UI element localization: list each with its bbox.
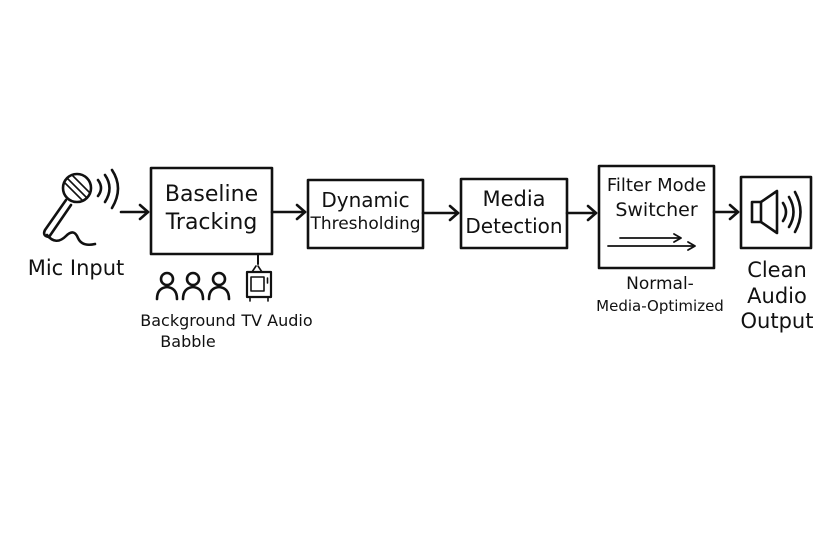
filter-mode-switcher-line2: Switcher bbox=[615, 199, 698, 222]
background-babble-label: Background Babble bbox=[130, 312, 246, 351]
baseline-tracking-label: Baseline Tracking bbox=[151, 182, 272, 235]
background-babble-line2: Babble bbox=[160, 331, 216, 351]
switcher-modes-line1: Normal- bbox=[626, 274, 694, 294]
dynamic-thresholding-line2: Thresholding bbox=[310, 214, 421, 235]
mode-switch-arrows bbox=[607, 233, 696, 251]
filter-mode-switcher-line1: Filter Mode bbox=[606, 175, 707, 196]
clean-audio-output-line3: Output bbox=[740, 309, 814, 334]
media-detection-line2: Detection bbox=[465, 213, 563, 238]
mic-input-label: Mic Input bbox=[27, 256, 125, 280]
background-babble-line1: Background bbox=[140, 311, 236, 330]
dynamic-thresholding-line1: Dynamic bbox=[321, 188, 410, 212]
tv-icon bbox=[245, 265, 273, 302]
flow-arrows bbox=[119, 203, 740, 222]
clean-audio-output-label: Clean Audio Output bbox=[732, 258, 822, 334]
microphone-icon bbox=[42, 168, 120, 247]
dynamic-thresholding-label: Dynamic Thresholding bbox=[308, 189, 423, 234]
media-detection-line1: Media bbox=[482, 187, 546, 211]
baseline-tracking-line1: Baseline bbox=[164, 182, 259, 207]
clean-audio-output-box bbox=[739, 175, 813, 250]
switcher-modes-label: Normal- Media-Optimized bbox=[590, 274, 730, 316]
filter-mode-switcher-label: Filter Mode Switcher bbox=[599, 175, 714, 222]
baseline-tracking-line2: Tracking bbox=[165, 209, 258, 235]
filter-mode-switcher-box bbox=[597, 164, 716, 270]
speaker-icon bbox=[750, 189, 802, 235]
switcher-modes-line2: Media-Optimized bbox=[596, 297, 724, 316]
tv-audio-label: TV Audio bbox=[241, 311, 313, 330]
clean-audio-output-line1: Clean bbox=[747, 258, 807, 282]
people-icon bbox=[155, 271, 231, 301]
media-detection-label: Media Detection bbox=[461, 187, 567, 238]
clean-audio-output-line2: Audio bbox=[747, 283, 807, 308]
